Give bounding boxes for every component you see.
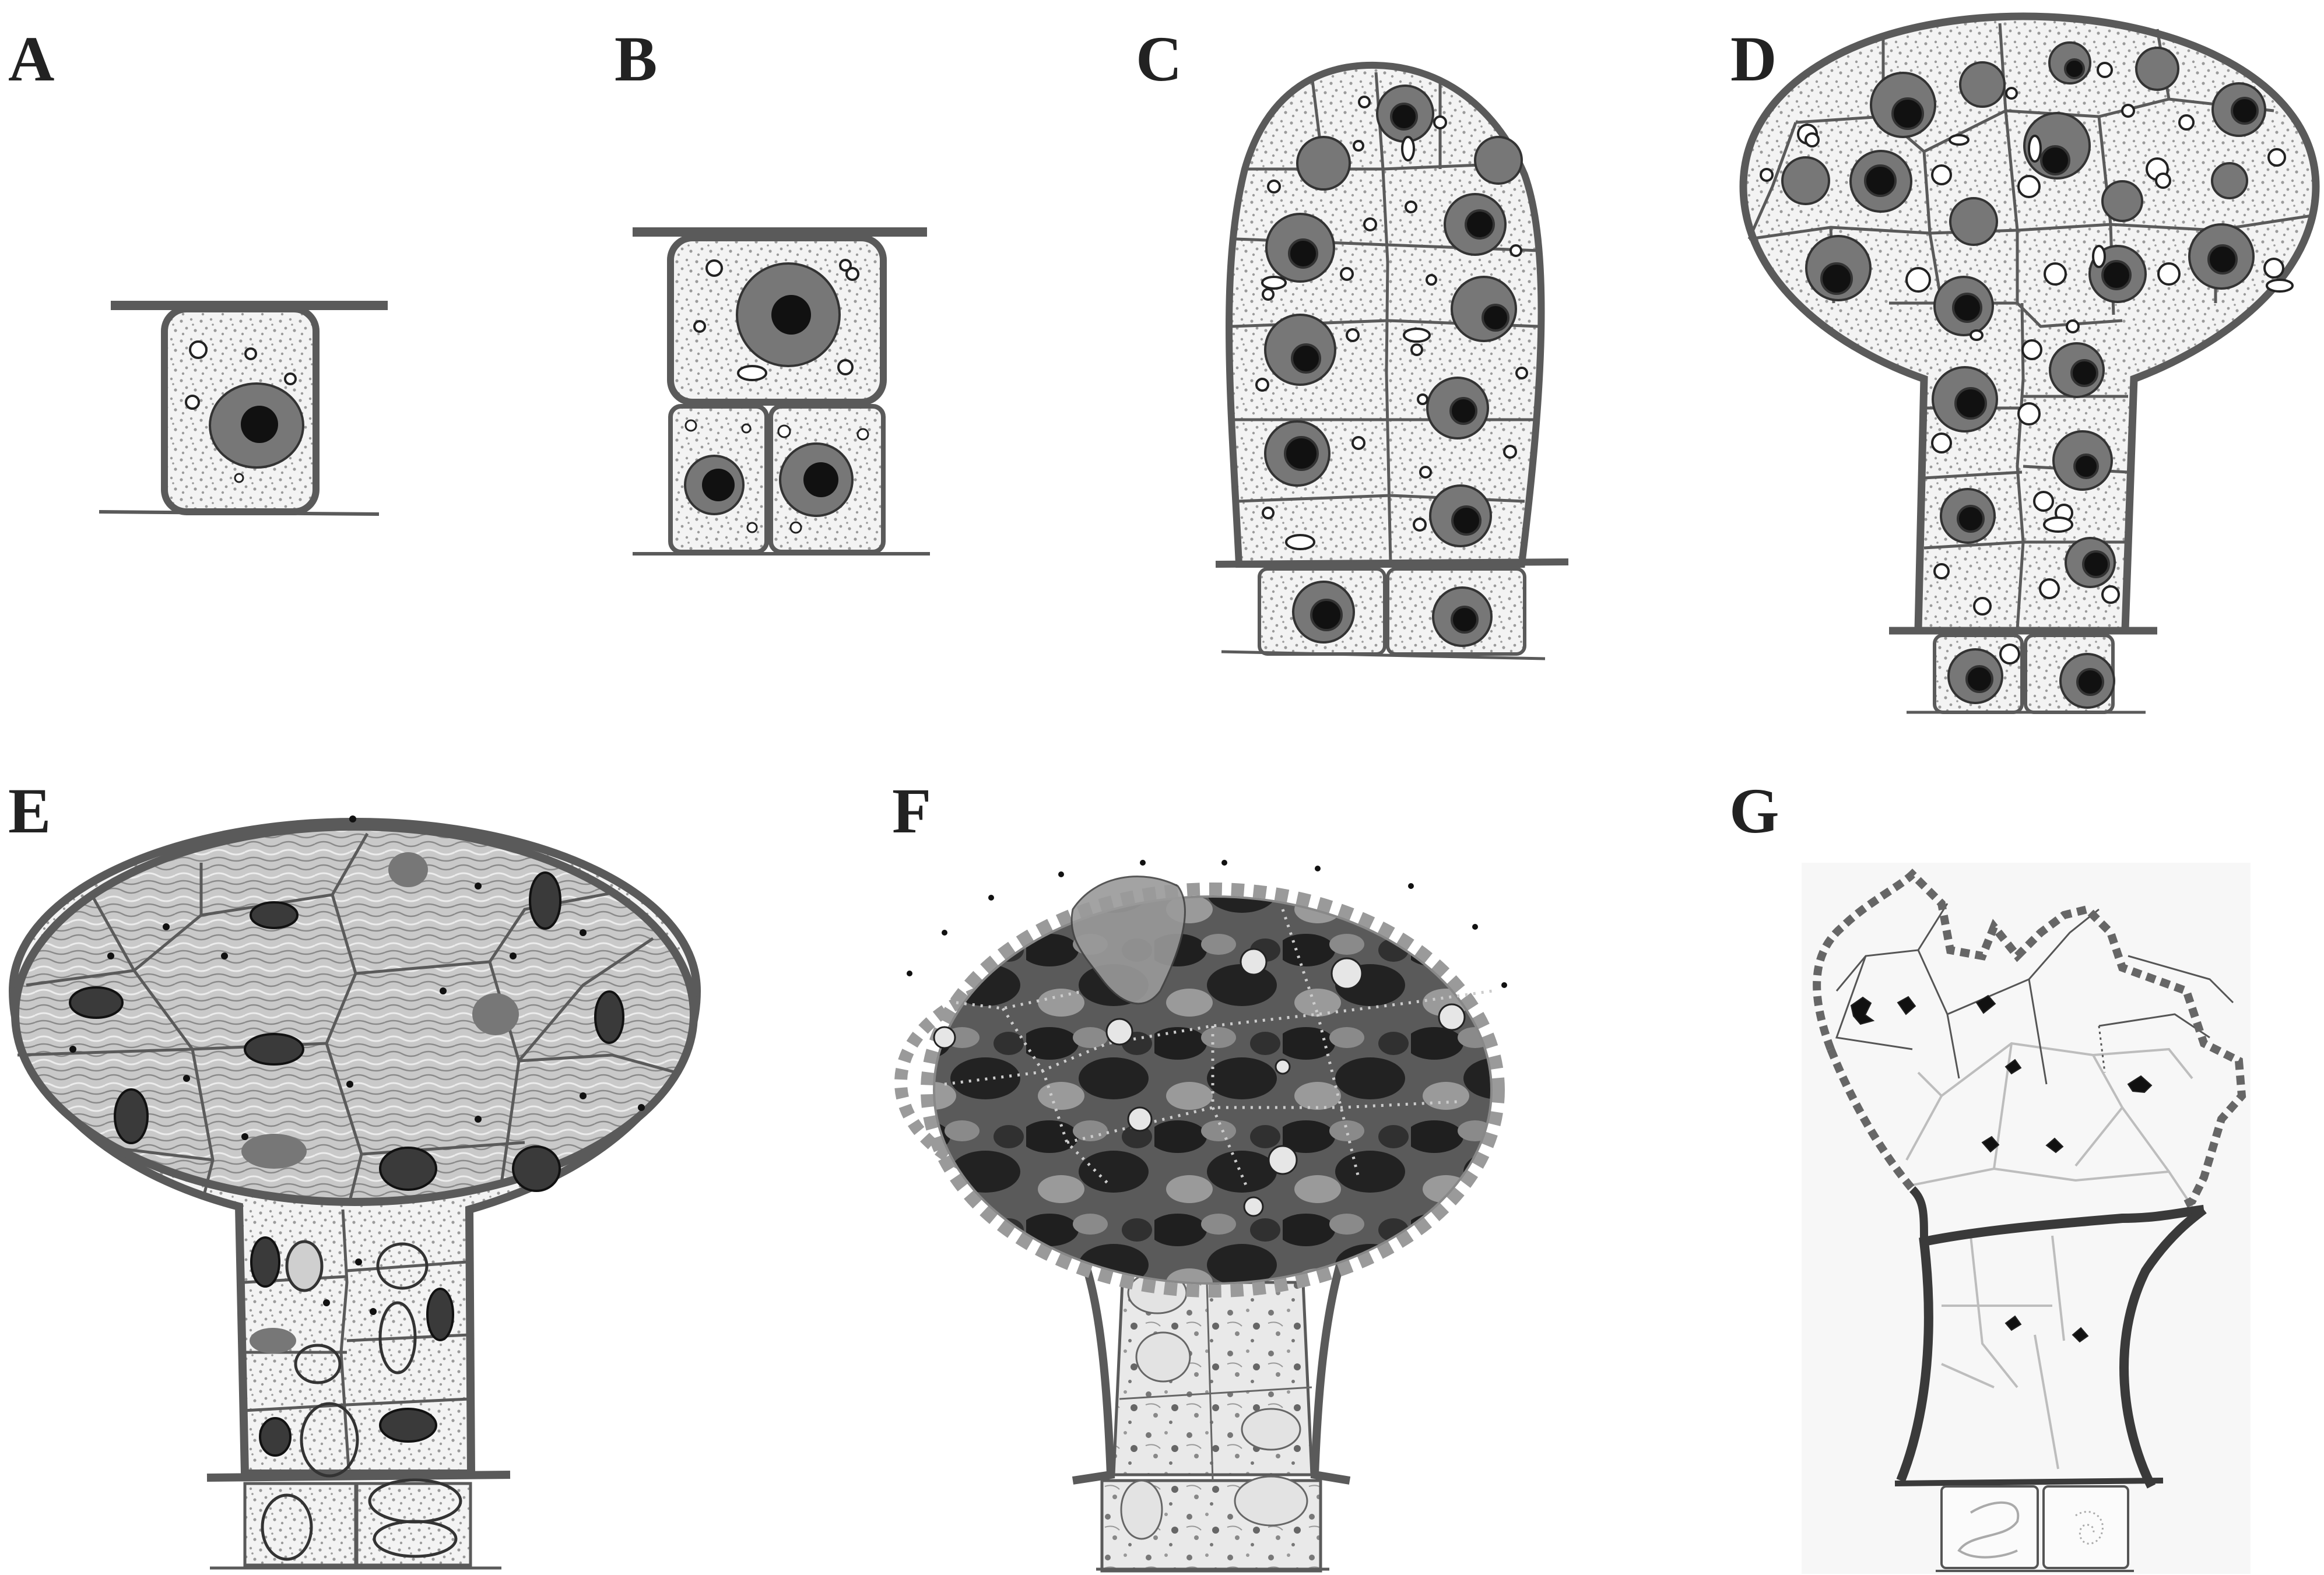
panel-e-diagram bbox=[8, 815, 701, 1570]
panel-f-diagram bbox=[894, 860, 1507, 1573]
panel-label-a: A bbox=[8, 23, 54, 94]
panel-a-diagram bbox=[99, 301, 388, 516]
panel-label-b: B bbox=[615, 23, 657, 94]
panel-label-e: E bbox=[8, 775, 51, 846]
panel-c-diagram bbox=[1215, 61, 1569, 660]
panel-label-g: G bbox=[1729, 775, 1779, 846]
panel-label-f: F bbox=[892, 775, 931, 846]
panel-label-d: D bbox=[1730, 23, 1777, 94]
panel-g-diagram bbox=[1802, 863, 2251, 1574]
panel-label-c: C bbox=[1136, 23, 1182, 94]
panel-d-diagram bbox=[1739, 12, 2320, 714]
panel-b-diagram bbox=[633, 227, 930, 556]
